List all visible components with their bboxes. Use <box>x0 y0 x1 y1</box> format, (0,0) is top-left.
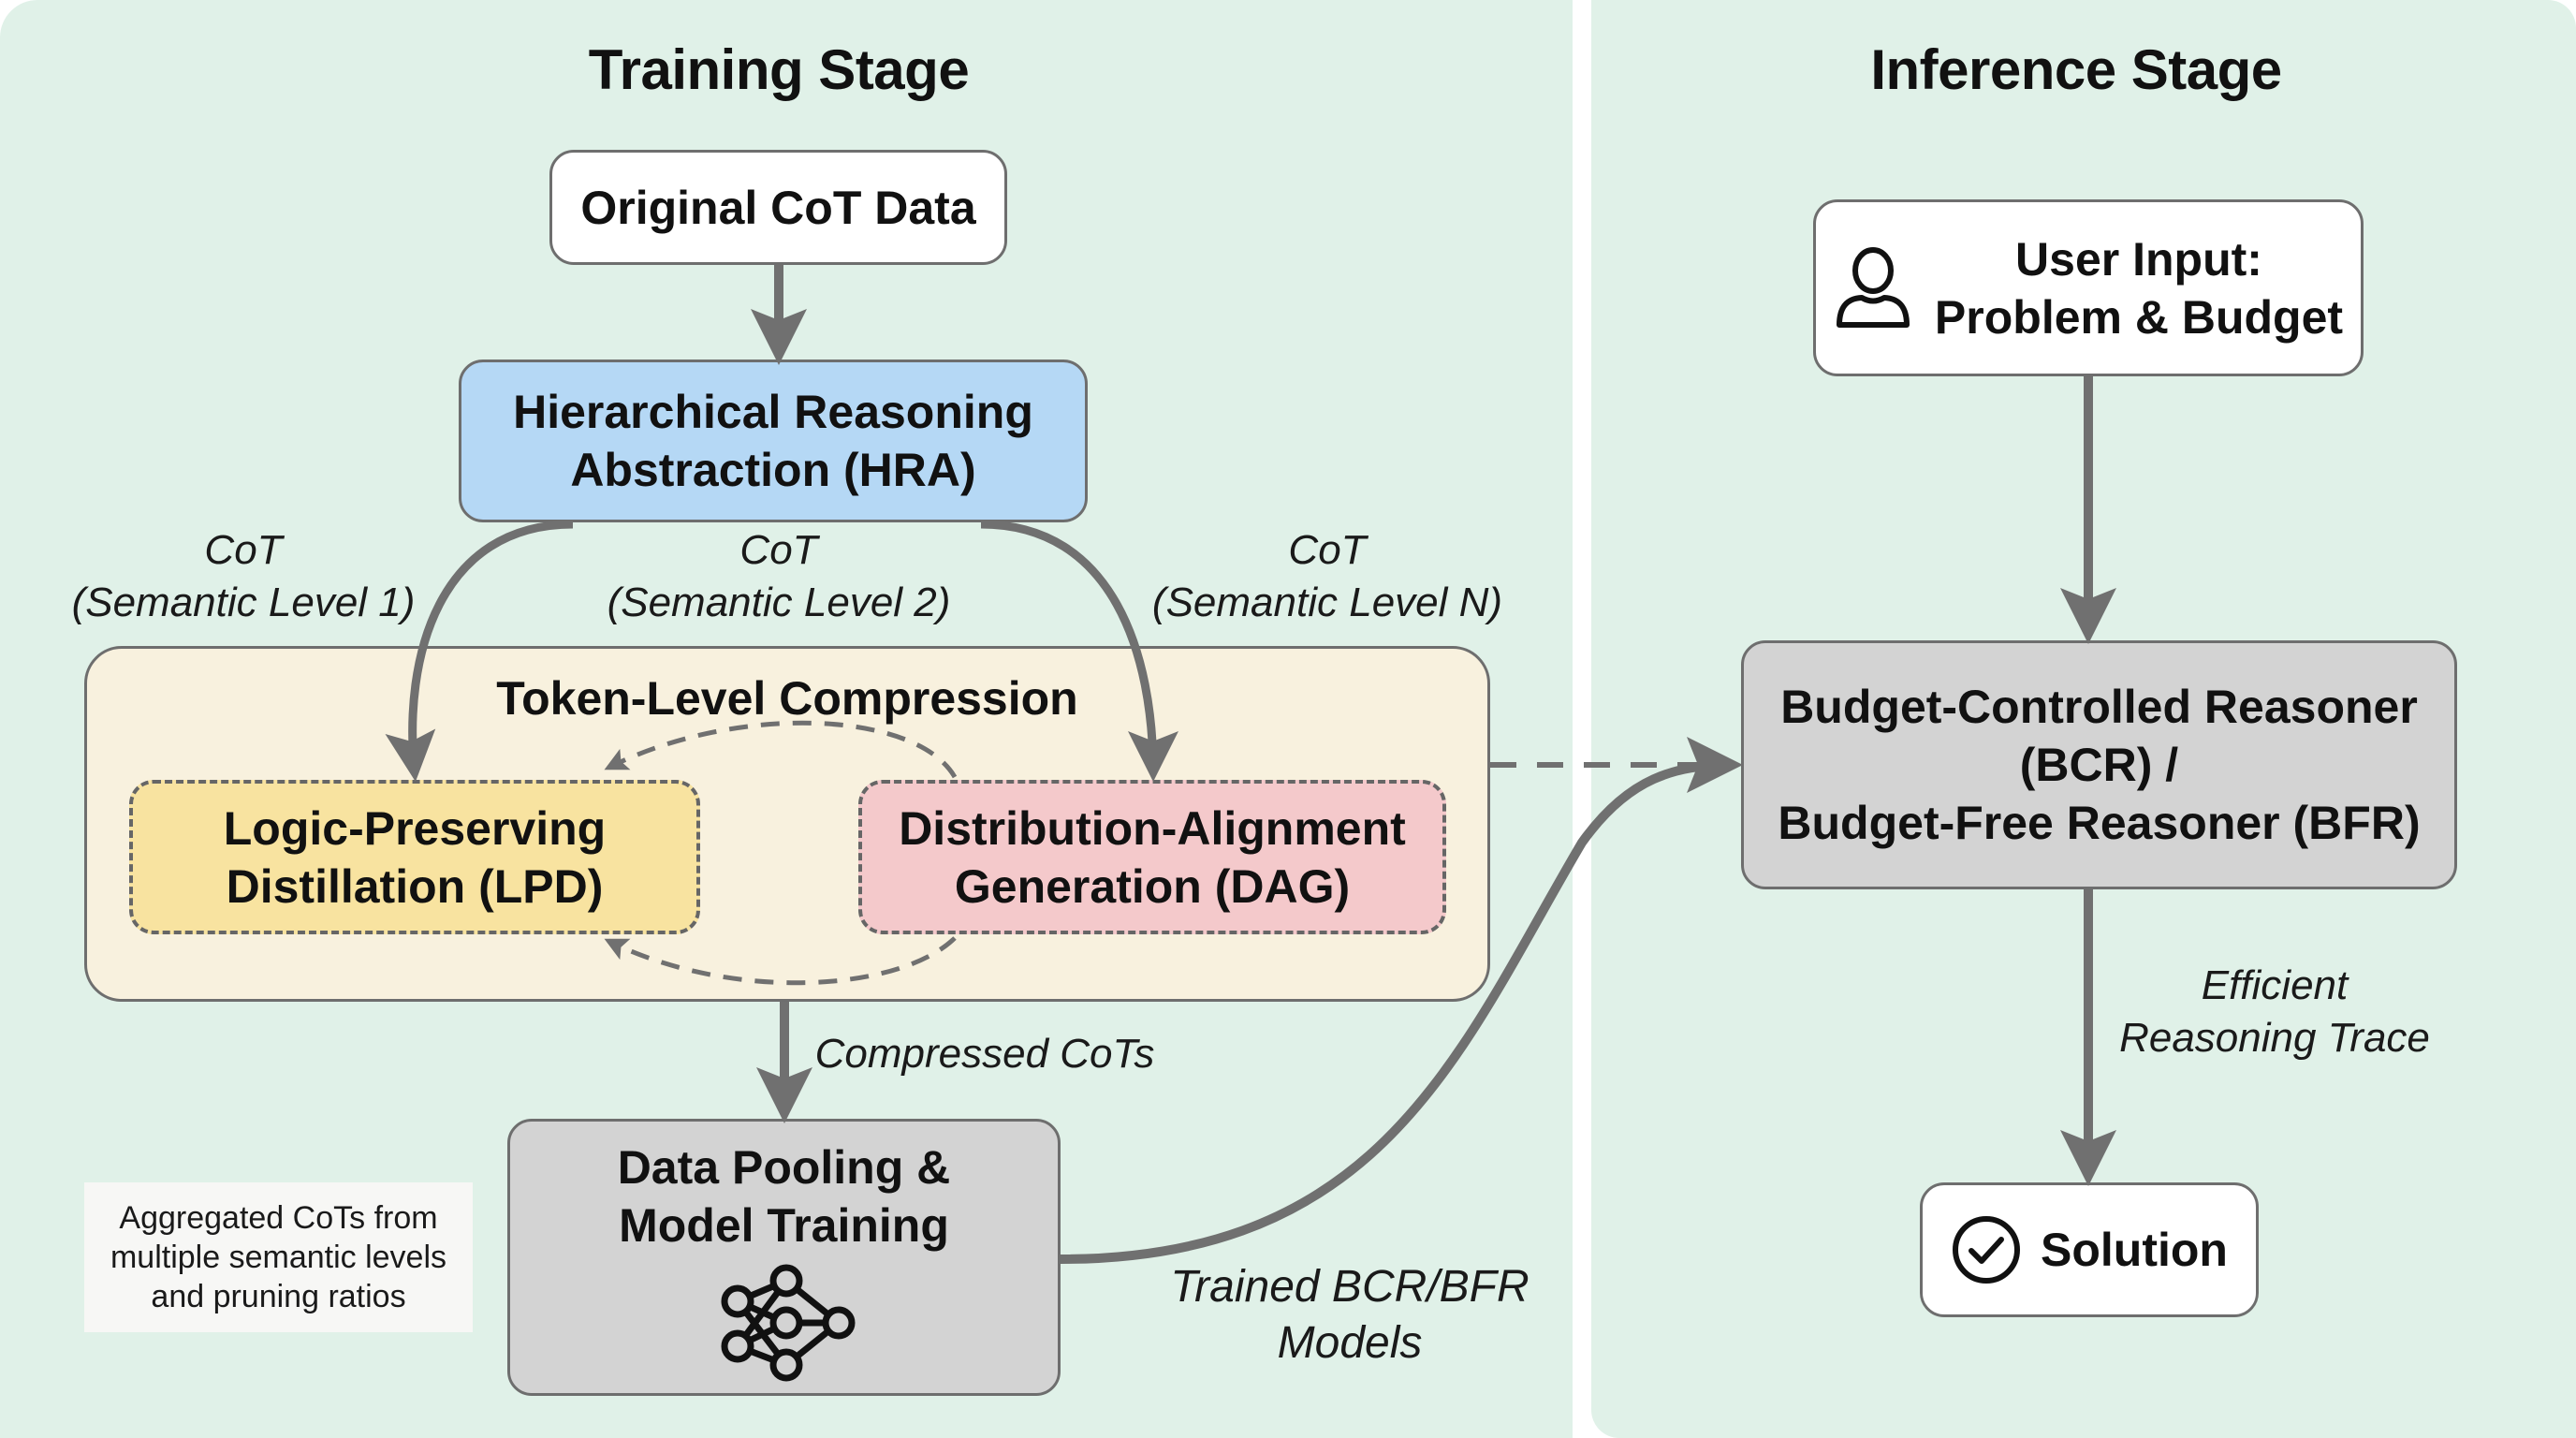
hra-label-line1: Hierarchical Reasoning <box>513 386 1033 438</box>
inference-stage-title: Inference Stage <box>1870 38 2282 101</box>
branch-label-level-n: CoT(Semantic Level N) <box>1151 527 1503 625</box>
data-pooling-box: Data Pooling & Model Training <box>507 1119 1061 1396</box>
data-pooling-label-line1: Data Pooling & <box>617 1141 951 1194</box>
aggregated-cots-note: Aggregated CoTs from multiple semantic l… <box>84 1182 473 1332</box>
lpd-box: Logic-Preserving Distillation (LPD) <box>129 780 700 934</box>
branch-label-level-1: CoT(Semantic Level 1) <box>71 527 416 625</box>
user-input-label-line2: Problem & Budget <box>1934 290 2344 344</box>
data-pooling-label-line2: Model Training <box>619 1199 949 1252</box>
hra-label-line2: Abstraction (HRA) <box>570 444 976 496</box>
dag-box: Distribution-Alignment Generation (DAG) <box>858 780 1446 934</box>
training-stage-title: Training Stage <box>588 38 970 101</box>
original-cot-data-box: Original CoT Data <box>549 150 1007 265</box>
compressed-cots-label: Compressed CoTs <box>814 1031 1155 1077</box>
original-cot-data-label: Original CoT Data <box>580 181 976 234</box>
hra-box: Hierarchical Reasoning Abstraction (HRA) <box>459 360 1088 522</box>
solution-box: Solution <box>1920 1182 2259 1317</box>
token-level-compression-title: Token-Level Compression <box>496 672 1078 725</box>
reasoner-label-line1: Budget-Controlled Reasoner <box>1780 681 2418 733</box>
reasoner-box: Budget-Controlled Reasoner (BCR) / Budge… <box>1741 640 2457 889</box>
reasoner-label-line3: Budget-Free Reasoner (BFR) <box>1778 797 2421 849</box>
dag-label-line2: Generation (DAG) <box>954 859 1351 913</box>
branch-label-level-2: CoT(Semantic Level 2) <box>607 527 951 625</box>
user-input-box: User Input: Problem & Budget <box>1813 199 2364 376</box>
check-circle-icon <box>1953 1216 2021 1284</box>
neural-network-icon <box>721 1264 855 1382</box>
user-icon <box>1836 246 1910 328</box>
reasoner-label-line2: (BCR) / <box>2019 739 2179 791</box>
user-input-label-line1: User Input: <box>2015 232 2262 286</box>
lpd-label-line1: Logic-Preserving <box>223 801 607 855</box>
solution-label: Solution <box>2041 1224 2228 1276</box>
lpd-label-line2: Distillation (LPD) <box>226 859 604 913</box>
dag-label-line1: Distribution-Alignment <box>899 801 1406 855</box>
